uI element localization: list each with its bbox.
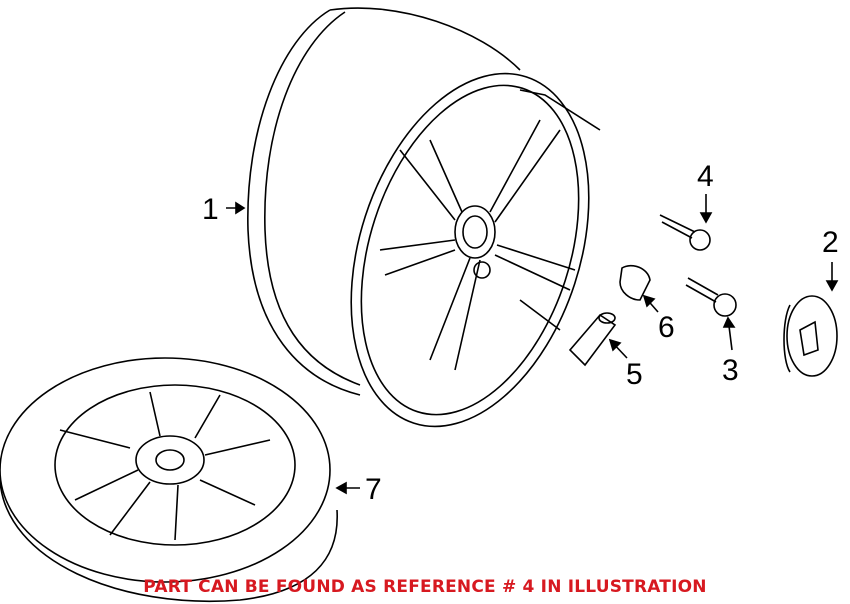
- callout-2: 2: [822, 226, 839, 259]
- callout-5: 5: [626, 358, 643, 391]
- spare-tire: [0, 357, 338, 602]
- callout-7: 7: [365, 473, 382, 506]
- callout-4: 4: [697, 160, 714, 193]
- small-parts: [568, 214, 838, 377]
- callout-3: 3: [722, 354, 739, 387]
- callout-1: 1: [202, 193, 219, 226]
- reference-note: PART CAN BE FOUND AS REFERENCE # 4 IN IL…: [143, 577, 707, 597]
- leader-arrows: [226, 194, 839, 495]
- wheel-rim: [247, 7, 601, 428]
- callout-6: 6: [658, 311, 675, 344]
